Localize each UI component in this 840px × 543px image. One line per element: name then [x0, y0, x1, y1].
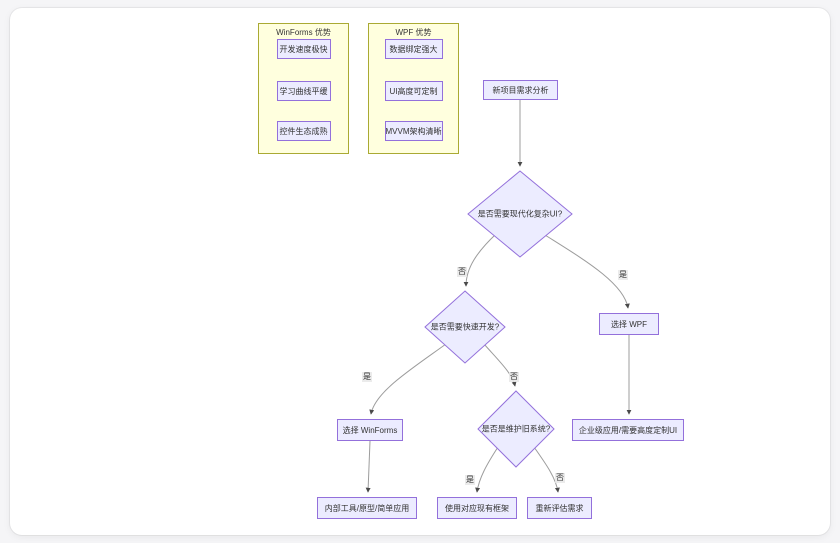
- node-choose-wpf: 选择 WPF: [599, 313, 659, 335]
- subgraph-winforms-title: WinForms 优势: [276, 28, 331, 37]
- node-enterprise-ui: 企业级应用/需要高度定制UI: [572, 419, 684, 441]
- edge-label-no: 否: [555, 473, 565, 483]
- edge-label-no: 否: [457, 267, 467, 277]
- subgraph-winforms-advantages: WinForms 优势 开发速度极快 学习曲线平缓 控件生态成熟: [258, 23, 349, 154]
- subgraph-wpf-title: WPF 优势: [395, 28, 432, 37]
- node-use-existing: 使用对应现有框架: [437, 497, 517, 519]
- edge-label-yes: 是: [362, 372, 372, 382]
- edge-label-no: 否: [509, 372, 519, 382]
- subgraph-wpf-advantages: WPF 优势 数据绑定强大 UI高度可定制 MVVM架构清晰: [368, 23, 459, 154]
- edge-label-yes: 是: [618, 270, 628, 280]
- winforms-advantage-item: 开发速度极快: [276, 39, 331, 59]
- wpf-advantage-item: MVVM架构清晰: [384, 121, 443, 141]
- node-choose-winforms: 选择 WinForms: [337, 419, 403, 441]
- winforms-advantage-item: 控件生态成熟: [276, 121, 331, 141]
- decision-legacy-label: 是否是维护旧系统?: [481, 424, 551, 434]
- node-reevaluate: 重新评估需求: [527, 497, 592, 519]
- decision-rapid-dev-label: 是否需要快速开发?: [430, 322, 500, 332]
- node-internal-tools: 内部工具/原型/简单应用: [317, 497, 417, 519]
- wpf-advantage-item: 数据绑定强大: [384, 39, 443, 59]
- wpf-advantage-item: UI高度可定制: [384, 81, 443, 101]
- edge-label-yes: 是: [465, 475, 475, 485]
- winforms-advantage-item: 学习曲线平缓: [276, 81, 331, 101]
- decision-modern-ui-label: 是否需要现代化复杂UI?: [477, 209, 563, 219]
- node-start: 新项目需求分析: [483, 80, 558, 100]
